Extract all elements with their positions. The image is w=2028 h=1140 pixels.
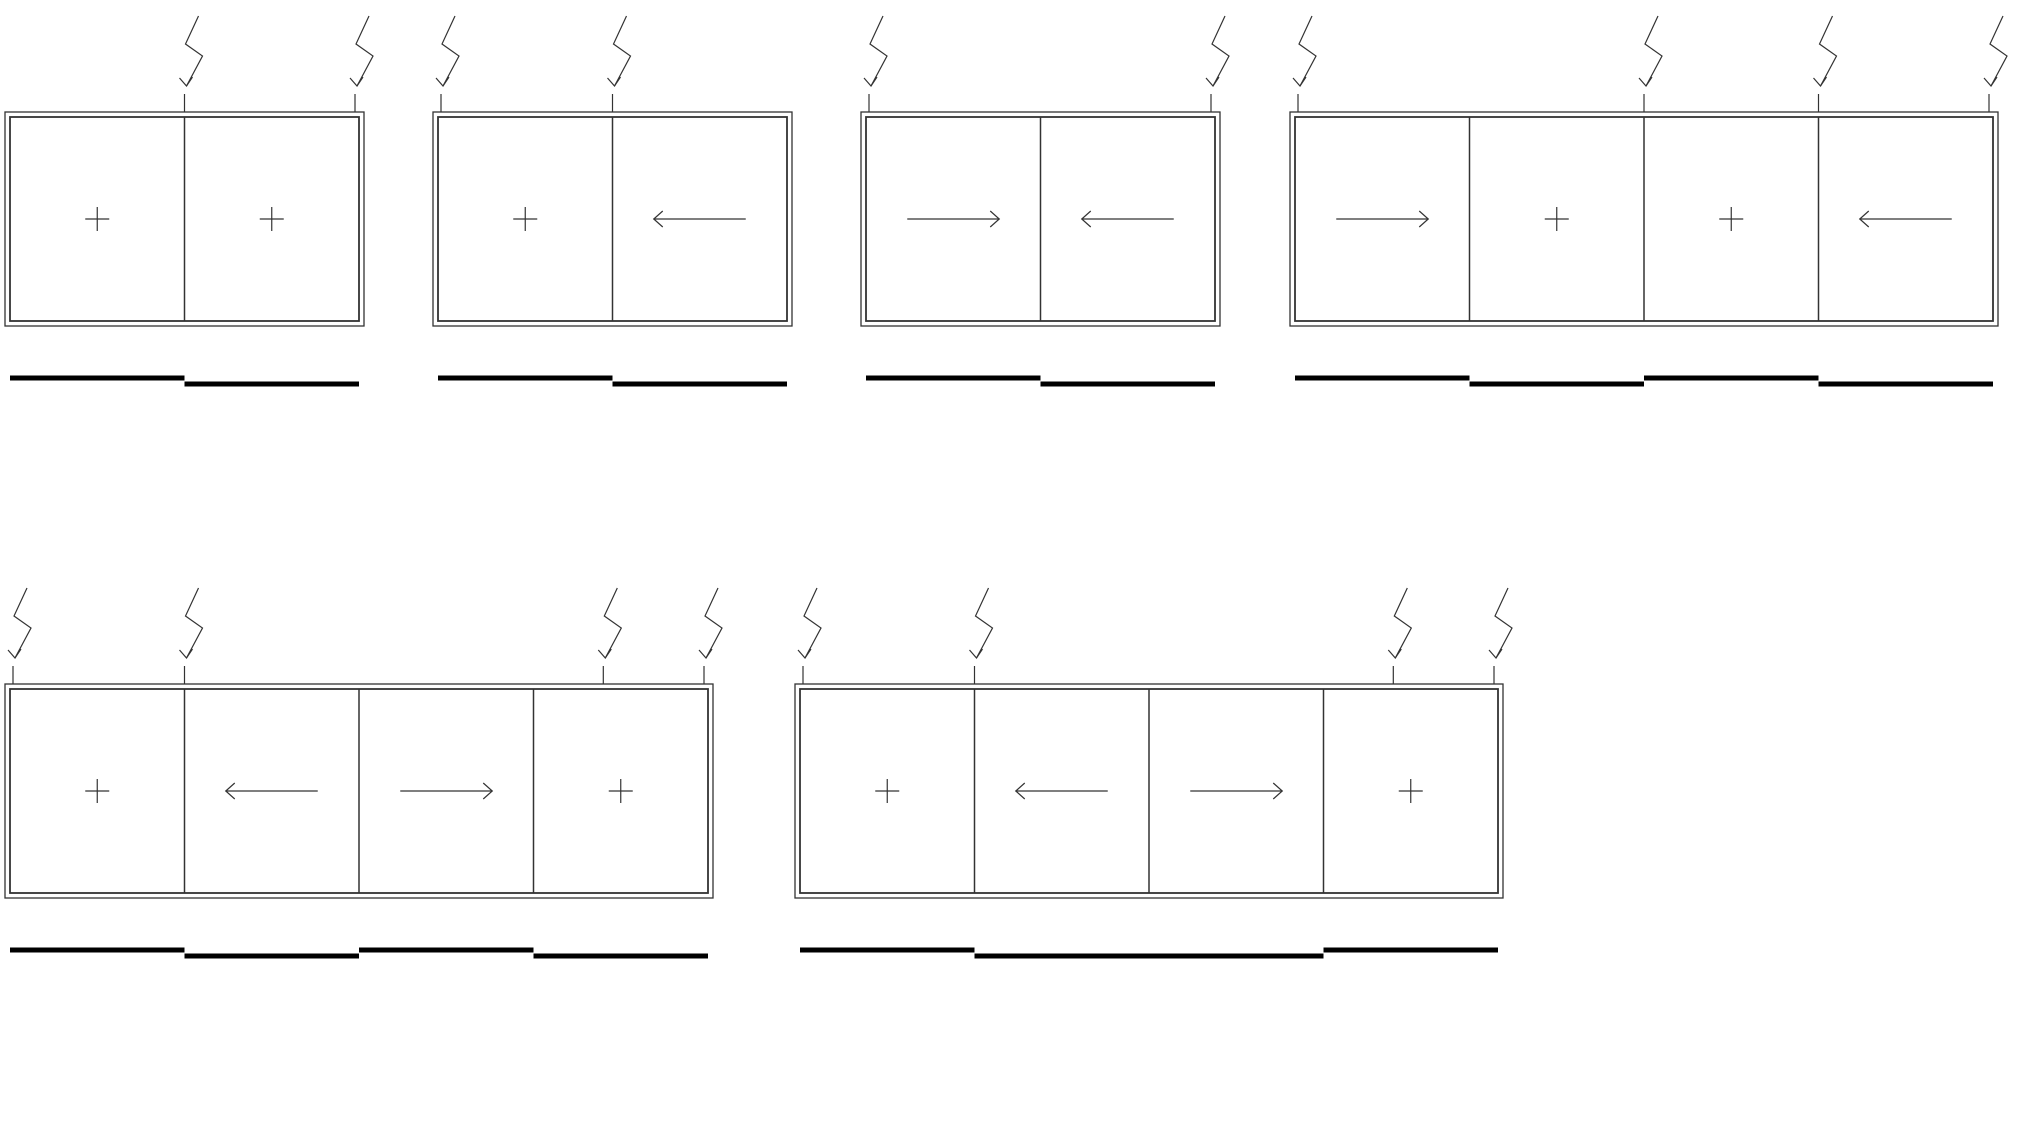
lightning-bolt-icon: [863, 15, 888, 112]
lightning-bolt-icon: [597, 587, 623, 684]
arrow-left-icon: [224, 782, 318, 800]
lightning-bolt-icon: [1488, 587, 1513, 684]
lightning-bolt-icon: [179, 15, 204, 112]
arrow-right-icon: [1190, 782, 1284, 800]
plus-icon: [608, 779, 633, 803]
plus-icon: [259, 207, 284, 231]
lightning-bolt-icon: [179, 587, 204, 684]
plus-icon: [1719, 207, 1744, 231]
lightning-bolt-icon: [7, 587, 32, 684]
diagram-3: [860, 15, 1230, 387]
lightning-bolt-icon: [698, 587, 723, 684]
lightning-bolt-icon: [797, 587, 822, 684]
arrow-left-icon: [652, 210, 746, 228]
plus-icon: [1398, 779, 1423, 803]
diagram-5: [4, 587, 723, 959]
lightning-bolt-icon: [349, 15, 374, 112]
arrow-left-icon: [1014, 782, 1108, 800]
diagram-2: [432, 15, 793, 387]
lightning-bolt-icon: [1387, 587, 1413, 684]
lightning-bolt-icon: [435, 15, 460, 112]
arrow-left-icon: [1858, 210, 1952, 228]
arrow-right-icon: [907, 210, 1001, 228]
lightning-bolt-icon: [1205, 15, 1230, 112]
diagram-1: [4, 15, 374, 387]
outer-frame: [794, 683, 1504, 899]
lightning-bolt-icon: [1292, 15, 1317, 112]
outer-frame: [4, 683, 714, 899]
lightning-bolt-icon: [969, 587, 994, 684]
plus-icon: [875, 779, 900, 803]
plus-icon: [85, 207, 110, 231]
plus-icon: [85, 779, 110, 803]
outer-frame: [860, 111, 1221, 327]
lightning-bolt-icon: [1983, 15, 2008, 112]
plus-icon: [513, 207, 538, 231]
diagram-6: [794, 587, 1513, 959]
lightning-bolt-icon: [1813, 15, 1838, 112]
lightning-bolt-icon: [1638, 15, 1663, 112]
diagram-4: [1289, 15, 2008, 387]
arrow-right-icon: [1336, 210, 1430, 228]
lightning-bolt-icon: [607, 15, 632, 112]
arrow-right-icon: [400, 782, 494, 800]
plus-icon: [1544, 207, 1569, 231]
arrow-left-icon: [1080, 210, 1174, 228]
